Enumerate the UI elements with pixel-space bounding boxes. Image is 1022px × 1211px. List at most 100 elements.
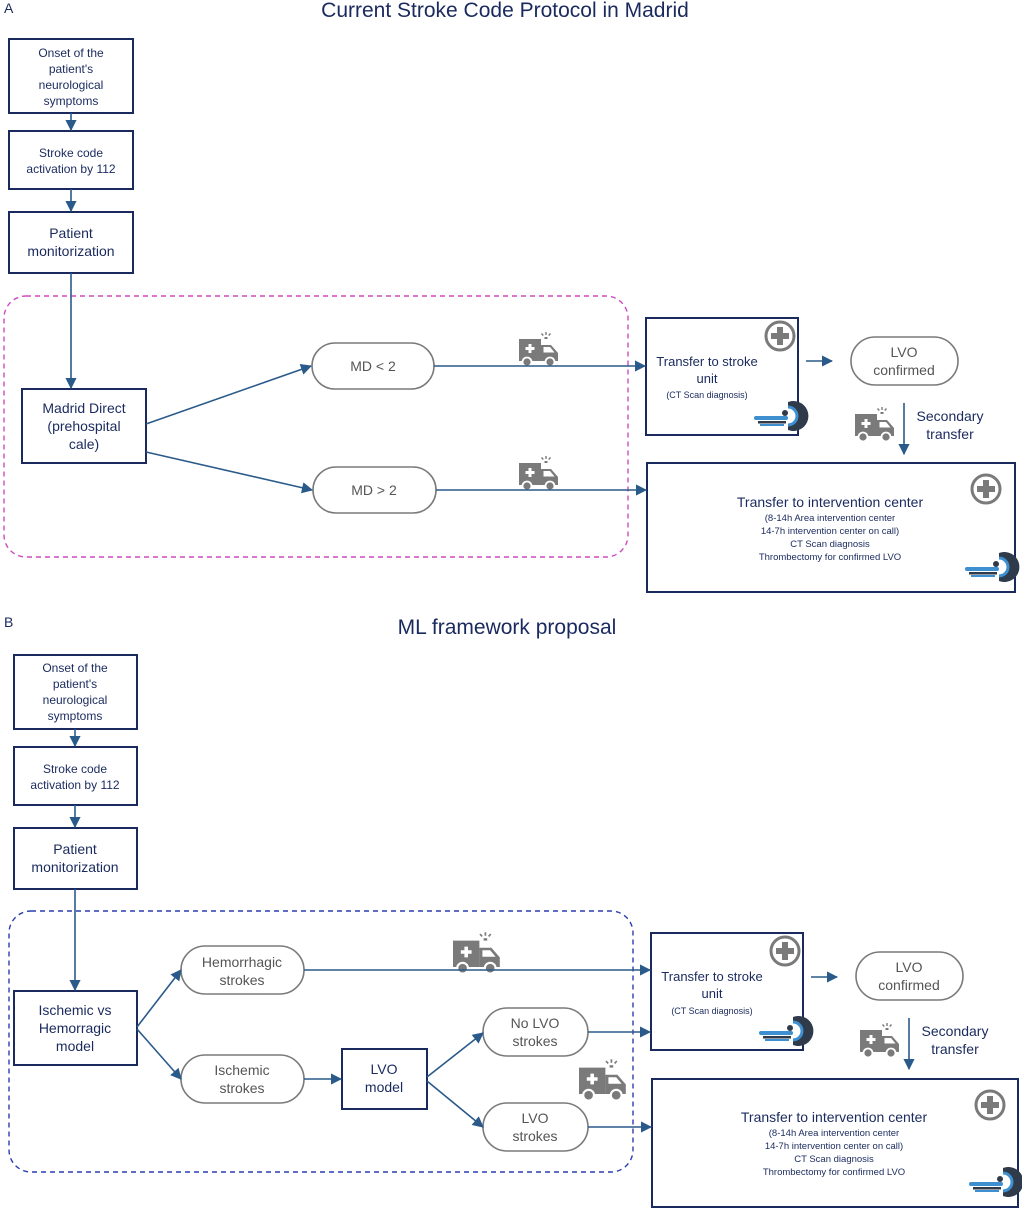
a-lvo-confirmed-line-2: confirmed xyxy=(873,362,934,378)
a-stroke-unit-line-2: unit xyxy=(697,371,718,386)
b-lvo-line-2: strokes xyxy=(512,1128,557,1144)
b-lvo-line-1: LVO xyxy=(522,1110,549,1126)
b-lvo-confirmed-line-1: LVO xyxy=(896,959,923,975)
b-no-lvo-line-1: No LVO xyxy=(511,1015,560,1031)
a-onset-line-1: Onset of the xyxy=(38,46,104,60)
hospital-cross-icon xyxy=(970,473,1002,505)
a-monitor-line-2: monitorization xyxy=(27,243,114,259)
b-model-line-1: Ischemic vs xyxy=(38,1002,111,1018)
hospital-cross-icon xyxy=(974,1089,1006,1121)
ambulance-icon xyxy=(451,931,501,975)
b-intervention-line-2: 14-7h intervention center on call) xyxy=(765,1141,903,1152)
b-secondary-line-1: Secondary xyxy=(922,1023,989,1039)
a-madrid-line-3: cale) xyxy=(69,436,99,452)
panel-b-title: ML framework proposal xyxy=(398,616,617,639)
a-stroke-unit-line-1: Transfer to stroke xyxy=(656,354,757,369)
a-arrows xyxy=(65,113,910,496)
ambulance-icon xyxy=(859,1022,900,1059)
b-hemorrhagic-line-1: Hemorrhagic xyxy=(202,954,282,970)
b-intervention-line-1: (8-14h Area intervention center xyxy=(769,1128,899,1139)
a-stroke-unit-box: Transfer to stroke unit (CT Scan diagnos… xyxy=(645,317,810,436)
panel-b: B ML framework proposal Onset of the pat… xyxy=(4,614,1022,1208)
b-intervention-title: Transfer to intervention center xyxy=(741,1109,928,1125)
b-model-line-2: Hemorragic xyxy=(39,1020,111,1036)
arrow xyxy=(145,451,314,494)
b-intervention-box: Transfer to intervention center (8-14h A… xyxy=(651,1078,1022,1208)
a-intervention-line-2: 14-7h intervention center on call) xyxy=(761,526,899,537)
a-onset-line-2: patient's xyxy=(49,62,93,76)
a-md-high-label: MD > 2 xyxy=(351,482,397,498)
a-stroke-unit-sub: (CT Scan diagnosis) xyxy=(666,390,747,400)
a-madrid-direct-box: Madrid Direct (prehospital cale) xyxy=(21,388,147,464)
b-ischemic-line-1: Ischemic xyxy=(214,1062,269,1078)
b-lvo-model-line-2: model xyxy=(365,1079,403,1095)
b-lvo-confirmed-pill: LVO confirmed xyxy=(855,951,964,1001)
b-activation-line-2: activation by 112 xyxy=(30,778,119,792)
panel-a-dashed-region xyxy=(3,295,629,558)
hospital-cross-icon xyxy=(769,935,801,967)
a-onset-line-4: symptoms xyxy=(44,94,99,108)
b-intervention-line-3: CT Scan diagnosis xyxy=(794,1154,874,1165)
a-intervention-line-3: CT Scan diagnosis xyxy=(790,539,870,550)
b-no-lvo-line-2: strokes xyxy=(512,1033,557,1049)
b-lvo-strokes-pill: LVO strokes xyxy=(482,1102,589,1152)
a-intervention-title: Transfer to intervention center xyxy=(737,494,924,510)
b-activation-line-1: Stroke code xyxy=(43,762,107,776)
a-lvo-confirmed-pill: LVO confirmed xyxy=(850,336,959,386)
a-intervention-line-4: Thrombectomy for confirmed LVO xyxy=(759,552,901,563)
b-lvo-confirmed-line-2: confirmed xyxy=(878,977,939,993)
a-madrid-line-1: Madrid Direct xyxy=(42,400,125,416)
b-lvo-model-line-1: LVO xyxy=(371,1061,398,1077)
b-hemorrhagic-strokes-pill: Hemorrhagic strokes xyxy=(180,945,305,995)
a-intervention-line-1: (8-14h Area intervention center xyxy=(765,513,895,524)
ambulance-icon xyxy=(518,455,559,492)
a-onset-line-3: neurological xyxy=(39,78,104,92)
b-hemorrhagic-line-2: strokes xyxy=(219,972,264,988)
arrow xyxy=(136,1028,182,1080)
b-stroke-unit-sub: (CT Scan diagnosis) xyxy=(671,1006,752,1016)
b-onset-line-4: symptoms xyxy=(48,709,103,723)
b-monitor-line-2: monitorization xyxy=(31,859,118,875)
b-ischemic-line-2: strokes xyxy=(219,1080,264,1096)
panel-a-letter: A xyxy=(4,0,14,16)
a-secondary-line-1: Secondary xyxy=(917,408,984,424)
b-onset-line-3: neurological xyxy=(43,693,108,707)
a-activation-line-2: activation by 112 xyxy=(26,162,115,176)
a-md-low-label: MD < 2 xyxy=(350,358,396,374)
a-md-low-pill: MD < 2 xyxy=(311,342,435,390)
a-lvo-confirmed-line-1: LVO xyxy=(891,344,918,360)
panel-a-title: Current Stroke Code Protocol in Madrid xyxy=(321,0,689,22)
b-activation-box: Stroke code activation by 112 xyxy=(13,746,138,806)
a-secondary-line-2: transfer xyxy=(926,426,974,442)
b-secondary-line-2: transfer xyxy=(931,1041,979,1057)
b-no-lvo-strokes-pill: No LVO strokes xyxy=(482,1007,589,1057)
ambulance-icon xyxy=(854,406,895,443)
a-intervention-box: Transfer to intervention center (8-14h A… xyxy=(646,462,1021,593)
b-ischemic-vs-hemorrhagic-model-box: Ischemic vs Hemorragic model xyxy=(13,990,138,1066)
ambulance-icon xyxy=(518,331,559,368)
b-model-line-3: model xyxy=(56,1038,94,1054)
b-stroke-unit-box: Transfer to stroke unit (CT Scan diagnos… xyxy=(650,932,815,1051)
a-monitor-line-1: Patient xyxy=(49,225,93,241)
b-onset-line-2: patient's xyxy=(53,677,97,691)
b-ischemic-strokes-pill: Ischemic strokes xyxy=(180,1054,305,1104)
panel-b-letter: B xyxy=(4,614,13,630)
a-md-high-pill: MD > 2 xyxy=(312,466,437,514)
ambulance-icon xyxy=(577,1058,627,1102)
arrow xyxy=(145,364,313,425)
b-lvo-model-box: LVO model xyxy=(341,1048,428,1110)
panel-a: A Current Stroke Code Protocol in Madrid… xyxy=(3,0,1021,593)
panel-b-dashed-region xyxy=(8,910,634,1173)
arrow xyxy=(426,1032,484,1078)
b-monitor-box: Patient monitorization xyxy=(13,827,138,890)
arrow xyxy=(136,969,182,1028)
arrow xyxy=(426,1080,484,1128)
a-activation-line-1: Stroke code xyxy=(39,146,103,160)
hospital-cross-icon xyxy=(764,320,796,352)
b-monitor-line-1: Patient xyxy=(53,841,97,857)
a-onset-box: Onset of the patient's neurological symp… xyxy=(8,38,134,114)
b-onset-box: Onset of the patient's neurological symp… xyxy=(13,654,138,730)
a-monitor-box: Patient monitorization xyxy=(8,211,134,274)
b-arrows xyxy=(69,729,915,1133)
